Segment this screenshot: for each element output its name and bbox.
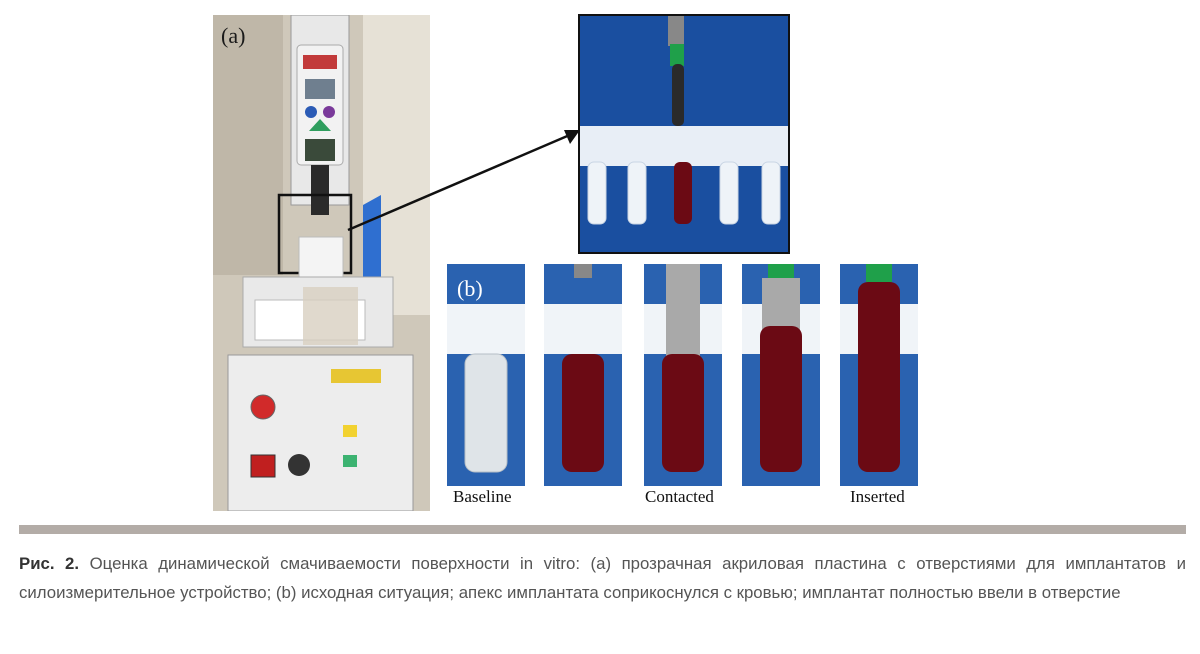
vial-inserted [840, 264, 918, 486]
vial-caption-baseline: Baseline [453, 487, 512, 506]
panel-a-photo: (a) [213, 15, 430, 511]
vial-caption-contacted: Contacted [645, 487, 714, 506]
vial-2 [544, 264, 622, 486]
vial-4 [742, 264, 820, 486]
caption-text: Оценка динамической смачиваемости поверх… [19, 554, 1186, 602]
force-gauge-illustration [213, 15, 430, 511]
vial-contacted [644, 264, 722, 486]
figure-caption: Рис. 2. Оценка динамической смачиваемост… [19, 549, 1186, 607]
implant-plate-illustration [580, 16, 788, 252]
vial-caption-inserted: Inserted [850, 487, 905, 506]
panel-a-label: (a) [221, 23, 246, 48]
pointer-arrow [347, 130, 580, 232]
caption-divider [19, 525, 1186, 534]
inset-photo [578, 14, 790, 254]
panel-b-label: (b) [457, 276, 483, 301]
vial-baseline: (b) [447, 264, 525, 486]
caption-label: Рис. 2. [19, 554, 80, 573]
